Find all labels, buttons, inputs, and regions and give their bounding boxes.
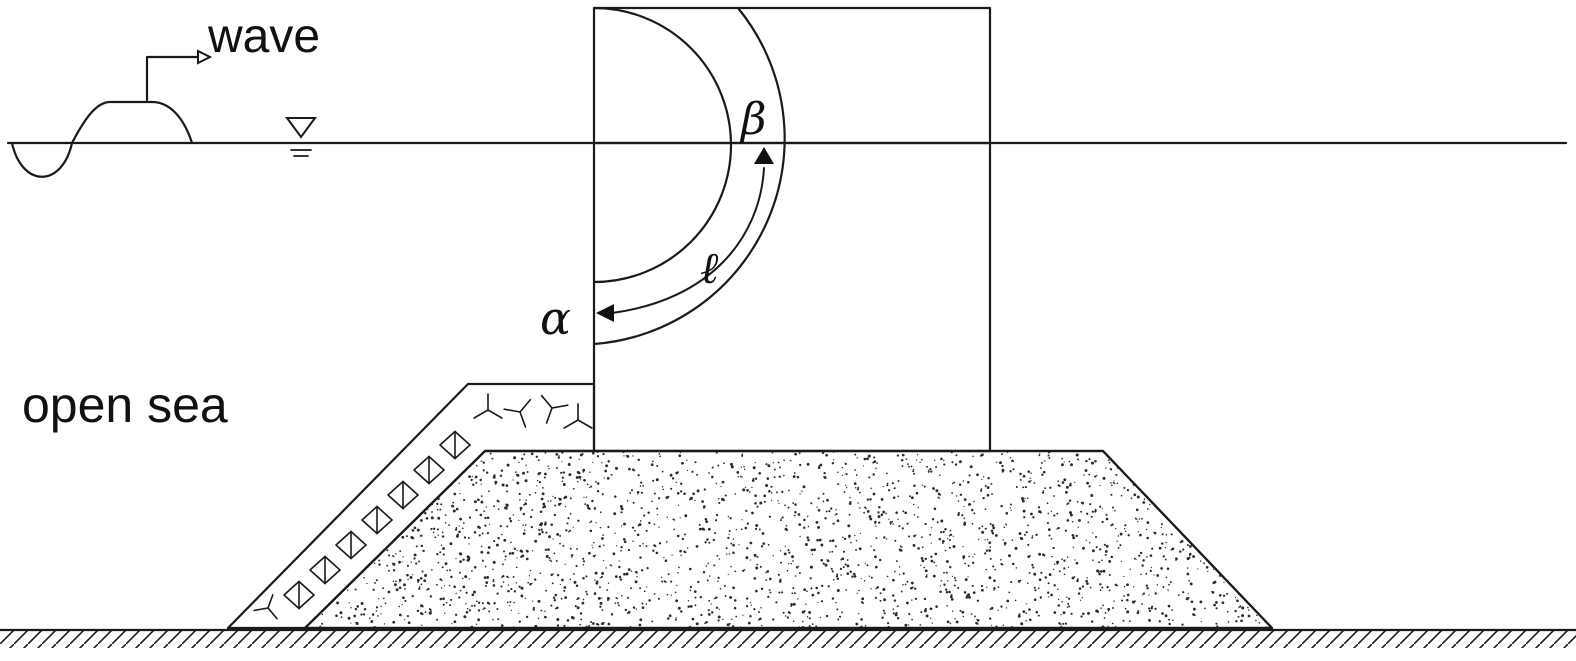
wave-label: wave <box>207 10 320 63</box>
chamber-inner-wall <box>592 6 733 284</box>
wave-crest <box>70 100 194 145</box>
open-sea-label: open sea <box>22 377 228 433</box>
armor-layer <box>226 382 596 630</box>
wave-curve <box>10 141 74 178</box>
still-water-level-icon <box>285 117 317 157</box>
caisson <box>592 6 992 453</box>
chamber-outer-wall <box>592 6 786 346</box>
beta-label: β <box>739 94 766 145</box>
rubble-mound <box>303 449 1274 630</box>
ell-label: ℓ <box>700 243 719 294</box>
arrow-right-icon <box>145 49 213 102</box>
alpha-label: α <box>540 291 571 345</box>
sea-bed <box>0 628 1576 648</box>
path-arrow <box>596 147 774 322</box>
